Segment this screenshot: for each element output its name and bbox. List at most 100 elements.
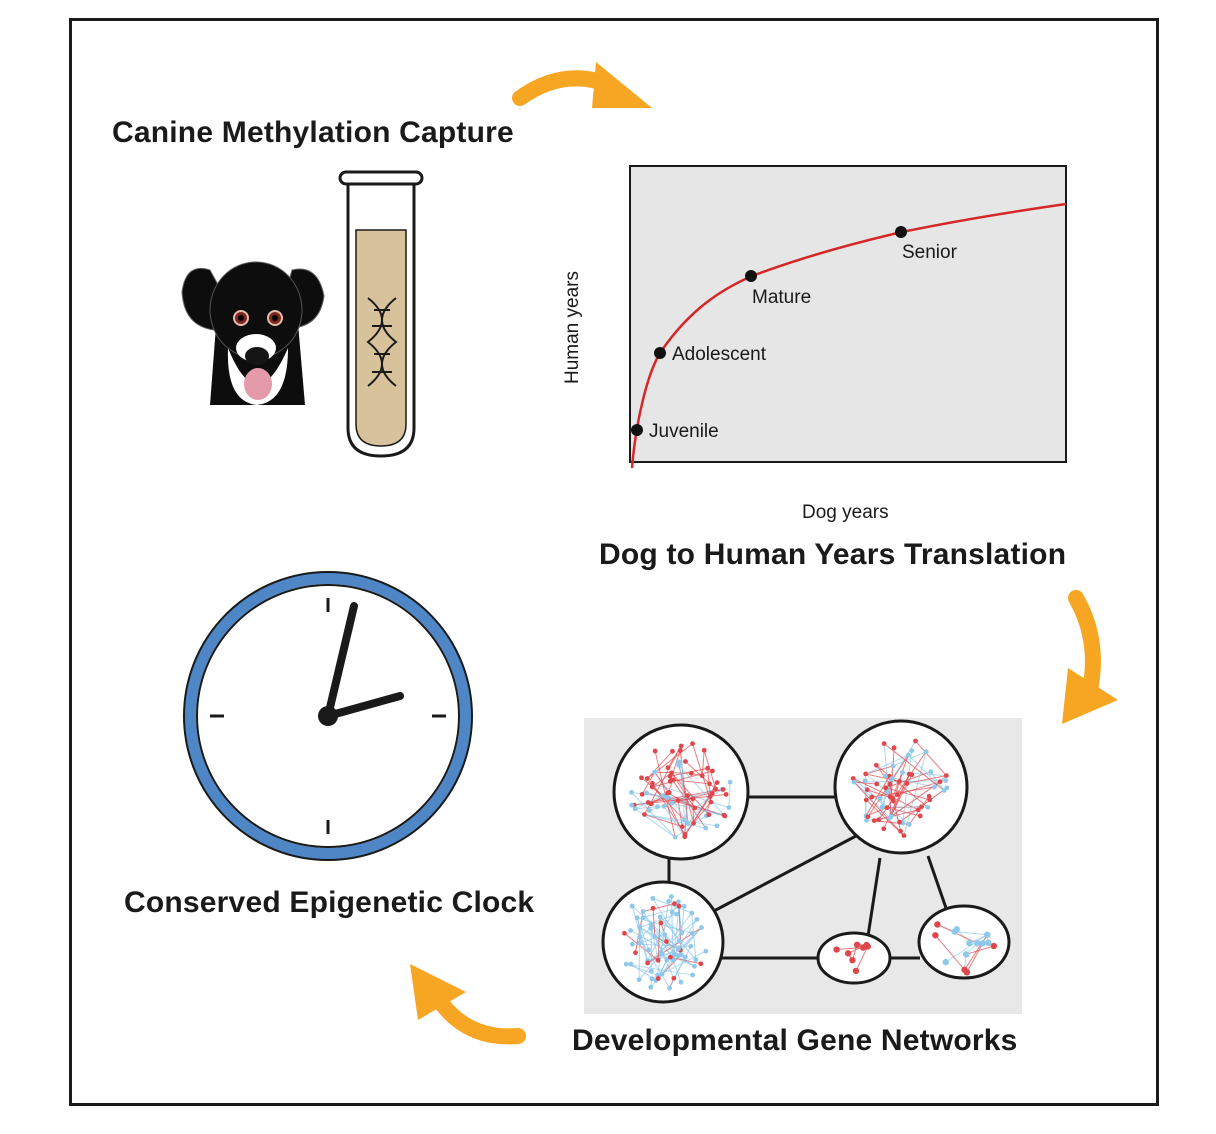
network-gene-dot: [915, 807, 921, 813]
dna-icon: [366, 297, 398, 387]
x-axis-label: Dog years: [802, 502, 889, 523]
network-edge: [902, 750, 913, 824]
network-gene-dot: [709, 790, 715, 796]
network-gene-dot: [701, 747, 707, 753]
network-edge: [672, 959, 682, 983]
network-gene-dot: [652, 933, 658, 939]
network-gene-dot: [692, 805, 698, 811]
network-gene-dot: [889, 776, 895, 782]
network-gene-dot: [966, 939, 973, 947]
network-gene-dot: [667, 778, 673, 784]
network-gene-dot: [660, 793, 666, 798]
network-gene-dot: [689, 910, 695, 916]
network-gene-dot: [628, 961, 634, 967]
network-edge: [671, 788, 724, 804]
network-gene-dot: [679, 930, 685, 936]
network-gene-dot: [723, 791, 729, 797]
network-gene-dot: [633, 950, 638, 956]
network-gene-dot: [676, 762, 682, 768]
network-gene-dot: [705, 765, 711, 771]
network-gene-dot: [850, 776, 856, 781]
network-gene-dot: [874, 781, 880, 787]
network-edge: [649, 788, 716, 812]
network-gene-dot: [665, 790, 671, 796]
network-edge: [703, 750, 717, 790]
network-gene-dot: [650, 895, 656, 901]
network-gene-dot: [833, 946, 840, 953]
network-gene-dot: [898, 828, 904, 834]
network-edge: [639, 934, 666, 944]
network-gene-dot: [646, 808, 652, 813]
network-gene-dot: [657, 914, 663, 920]
network-gene-dot: [849, 957, 856, 964]
network-gene-dot: [640, 909, 646, 914]
network-gene-dot: [634, 915, 640, 921]
network-gene-dot: [720, 787, 726, 792]
network-gene-dot: [698, 961, 704, 967]
network-gene-dot: [699, 925, 704, 930]
network-gene-dot: [897, 819, 902, 825]
network-edge: [966, 943, 984, 973]
network-gene-dot: [934, 921, 941, 928]
network-gene-dot: [690, 796, 696, 802]
network-gene-dot: [671, 975, 677, 981]
network-gene-dot: [973, 940, 981, 947]
network-gene-dot: [690, 972, 696, 978]
network-gene-dot: [932, 932, 939, 939]
network-gene-dot: [900, 770, 905, 776]
network-gene-dot: [690, 741, 695, 747]
network-edge: [693, 801, 712, 824]
network-gene-dot: [679, 824, 685, 829]
network-edge: [643, 905, 685, 919]
network-gene-dot: [923, 749, 929, 755]
gene-network-panel: [584, 718, 1022, 1014]
network-gene-dot: [941, 788, 947, 793]
network-edge: [639, 937, 671, 989]
network-gene-dot: [658, 920, 664, 926]
network-gene-dot: [706, 812, 712, 818]
network-gene-dot: [678, 979, 684, 985]
network-edge: [684, 795, 689, 837]
network-gene-dot: [884, 789, 890, 795]
network-gene-dot: [674, 911, 680, 917]
network-gene-dot: [632, 806, 638, 812]
network-gene-dot: [622, 930, 627, 936]
arrow-top: [512, 62, 652, 108]
network-gene-dot: [985, 939, 992, 946]
network-gene-dot: [925, 804, 931, 810]
network-gene-dot: [919, 804, 924, 810]
network-gene-dot: [863, 797, 869, 803]
network-gene-dot: [649, 784, 655, 790]
network-gene-dot: [671, 901, 677, 907]
network-gene-dot: [864, 943, 871, 950]
chart-line: [630, 202, 1067, 469]
network-gene-dot: [648, 968, 654, 974]
network-gene-dot: [932, 784, 937, 790]
network-edge: [874, 809, 919, 822]
network-gene-dot: [655, 976, 661, 981]
network-edge: [836, 947, 864, 951]
network-edge: [855, 946, 869, 972]
network-gene-dot: [665, 765, 671, 771]
network-gene-dot: [640, 915, 646, 920]
network-gene-dot: [665, 794, 671, 800]
network-gene-dot: [869, 794, 875, 800]
network-edge: [853, 781, 905, 836]
network-edge: [624, 932, 659, 961]
arrow-bottom-left: [410, 964, 526, 1045]
network-gene-dot: [881, 826, 887, 832]
network-gene-dot: [646, 947, 652, 953]
network-edge: [865, 754, 909, 775]
network-gene-dot: [703, 825, 709, 831]
network-gene-dot: [901, 833, 907, 839]
network-gene-dot: [727, 779, 733, 785]
network-gene-dot: [637, 924, 643, 930]
network-edge: [728, 782, 731, 808]
network-gene-dot: [937, 779, 943, 785]
network-gene-dot: [865, 814, 871, 820]
network-gene-dot: [675, 953, 681, 959]
test-tube-illustration: [338, 170, 424, 458]
network-gene-dot: [669, 770, 674, 776]
network-gene-dot: [648, 926, 654, 931]
network-gene-dot: [879, 804, 885, 810]
